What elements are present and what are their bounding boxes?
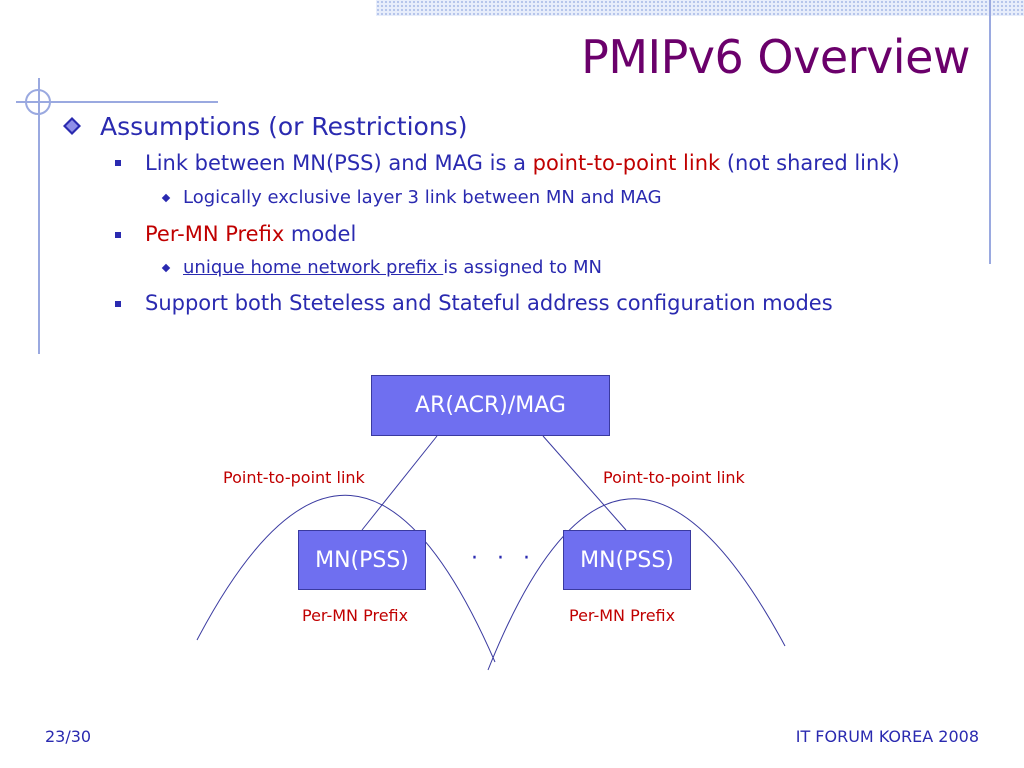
prefix-label-right: Per-MN Prefix <box>569 606 676 625</box>
bullet-assumptions: Assumptions (or Restrictions) <box>100 112 468 141</box>
unique-prefix-post: is assigned to MN <box>443 257 602 278</box>
bullet-link-highlight: point-to-point link <box>532 151 721 175</box>
bullet-unique-prefix: unique home network prefix is assigned t… <box>183 257 602 278</box>
bullet-link-between: Link between MN(PSS) and MAG is a point-… <box>145 151 900 175</box>
mn-node-left: MN(PSS) <box>298 530 426 590</box>
left-horizontal-rule <box>16 101 218 103</box>
coverage-arc-right <box>487 498 786 671</box>
page-number: 23/30 <box>45 727 92 746</box>
coverage-arc-left <box>196 495 496 663</box>
right-vertical-rule <box>989 0 991 264</box>
bullet-link-pre: Link between MN(PSS) and MAG is a <box>145 151 533 175</box>
diamond-bullet-icon <box>63 117 81 135</box>
footer-text: IT FORUM KOREA 2008 <box>795 727 979 746</box>
square-bullet-icon <box>115 232 121 238</box>
prefix-label-left: Per-MN Prefix <box>302 606 409 625</box>
bullet-support-both: Support both Steteless and Stateful addr… <box>145 291 833 315</box>
header-dot-pattern <box>376 0 1024 16</box>
bullet-per-mn-highlight: Per-MN Prefix <box>145 222 285 246</box>
square-bullet-icon <box>115 301 121 307</box>
corner-circle-ornament <box>25 89 51 115</box>
bullet-per-mn-prefix: Per-MN Prefix model <box>145 222 356 246</box>
link-line-left <box>361 435 438 531</box>
link-label-right: Point-to-point link <box>603 468 745 487</box>
link-line-right <box>542 435 627 531</box>
link-label-left: Point-to-point link <box>223 468 365 487</box>
mag-node: AR(ACR)/MAG <box>371 375 610 436</box>
page-title: PMIPv6 Overview <box>581 30 970 84</box>
bullet-link-post: (not shared link) <box>720 151 900 175</box>
bullet-per-mn-post: model <box>284 222 357 246</box>
unique-prefix-link[interactable]: unique home network prefix <box>183 257 444 278</box>
ellipsis: · · · <box>471 546 536 571</box>
left-vertical-rule <box>38 78 40 354</box>
square-bullet-icon <box>115 160 121 166</box>
mn-node-right: MN(PSS) <box>563 530 691 590</box>
bullet-logically-exclusive: Logically exclusive layer 3 link between… <box>183 187 662 208</box>
